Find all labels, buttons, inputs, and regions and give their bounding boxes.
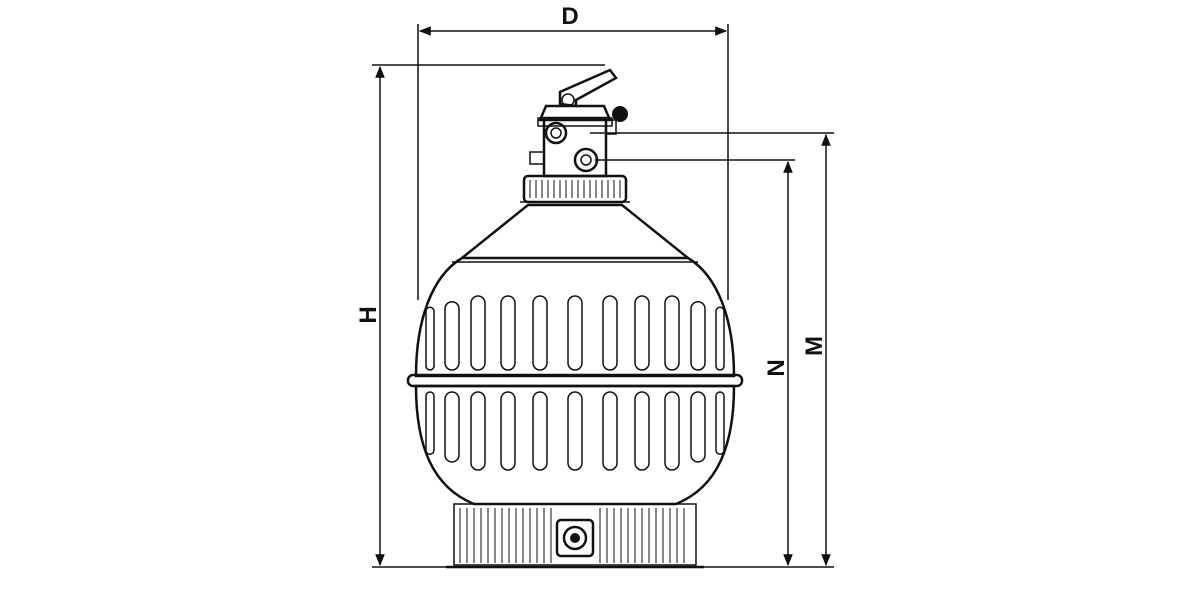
tank-middle-band: [406, 373, 744, 388]
tank-collar: [520, 174, 630, 204]
dimension-label-n: N: [763, 359, 790, 376]
pressure-gauge-icon: [605, 106, 628, 135]
tank-base: [446, 503, 704, 569]
tank-rib: [664, 295, 680, 371]
tank-rib: [444, 301, 460, 371]
inlet-port: [573, 147, 599, 173]
dimension-lines: D H M N: [355, 3, 834, 568]
tank-rib: [567, 391, 583, 471]
tank-rib: [602, 391, 618, 471]
tank-rib: [664, 391, 680, 471]
tank-dome: [461, 203, 689, 259]
tank-rib: [634, 391, 650, 471]
dimension-label-m: M: [801, 336, 828, 356]
drain-plug-icon: [555, 518, 595, 558]
tank-rib: [634, 295, 650, 371]
tank-rib: [715, 391, 725, 455]
dimension-h: H: [355, 64, 605, 568]
tank-rib: [690, 391, 706, 463]
tank-rib: [425, 306, 435, 371]
tank-rib: [425, 391, 435, 455]
tank-rib: [567, 295, 583, 371]
dimension-label-d: D: [561, 3, 578, 30]
dimension-m: M: [590, 132, 834, 568]
dimension-d: D: [417, 3, 729, 300]
tank-ribs: [425, 295, 725, 471]
outlet-port: [544, 121, 568, 145]
tank-upper-body: [414, 256, 736, 378]
tank-rib: [470, 295, 486, 371]
sand-filter-tank-icon: [406, 68, 744, 569]
tank-rib: [690, 301, 706, 371]
valve-handle: [558, 68, 618, 108]
tank-rib: [532, 391, 548, 471]
tank-rib: [500, 391, 516, 471]
tank-rib: [602, 295, 618, 371]
tank-rib: [500, 295, 516, 371]
tank-rib: [470, 391, 486, 471]
tank-rib: [715, 306, 725, 371]
tank-rib: [444, 391, 460, 463]
tank-lower-body: [414, 384, 736, 506]
dimension-label-h: H: [355, 306, 382, 323]
dimension-n: N: [595, 159, 795, 567]
multiport-valve-icon: [529, 68, 628, 178]
tank-rib: [532, 295, 548, 371]
